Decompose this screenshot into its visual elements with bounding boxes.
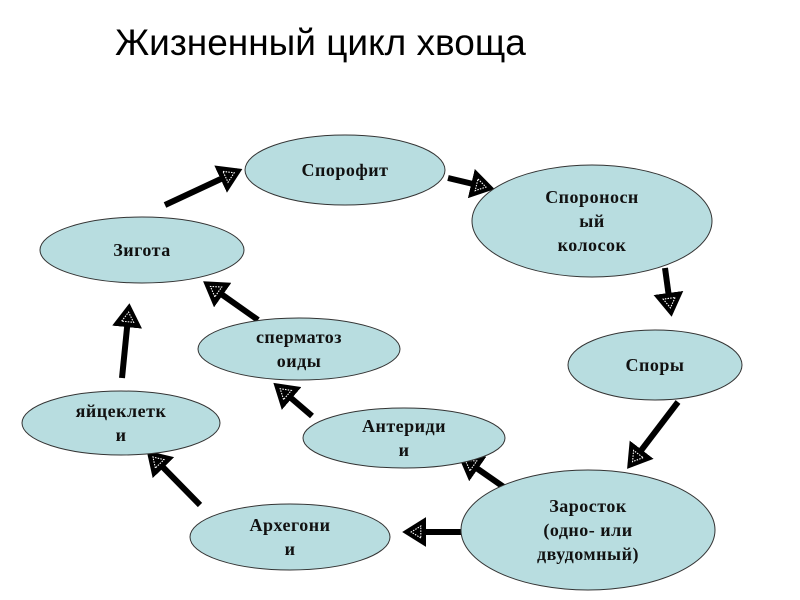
node-ellipse: [471, 164, 713, 278]
node-spermatozoids: сперматоз оиды: [197, 317, 401, 381]
arrow-line: [203, 281, 260, 323]
node-label-line: и: [116, 425, 127, 445]
arrow-antheridia-to-spermatozoids: [273, 382, 314, 419]
node-gametophyte: Заросток (одно- или двудомный): [460, 469, 716, 591]
arrow-spermatozoids-to-zygote: [203, 281, 260, 323]
arrow-egg-cell-to-zygote: [112, 303, 143, 379]
node-ellipse: [302, 407, 506, 469]
arrow-line: [458, 455, 510, 493]
arrow-line: [653, 267, 684, 317]
node-archegonia: Архегони и: [189, 503, 391, 571]
arrow-line: [146, 450, 203, 508]
node-ellipse: [21, 390, 221, 456]
node-label-line: оиды: [277, 351, 322, 371]
node-spore-cone: Спороносн ый колосок: [471, 164, 713, 278]
node-label-line: Антериди: [362, 416, 446, 436]
node-label-line: колосок: [558, 235, 627, 255]
arrow-line: [627, 400, 681, 469]
node-label-line: (одно- или: [543, 520, 632, 541]
node-ellipse: [567, 329, 743, 401]
node-zygote: Зигота: [39, 216, 245, 284]
arrow-archegonia-to-egg-cell: [146, 450, 203, 508]
node-ellipse: [460, 469, 716, 591]
node-ellipse: [189, 503, 391, 571]
node-ellipse: [39, 216, 245, 284]
arrow-line: [273, 382, 314, 419]
node-label-line: Архегони: [249, 515, 330, 535]
node-ellipse: [244, 134, 446, 206]
node-antheridia: Антериди и: [302, 407, 506, 469]
arrow-spores-to-gametophyte: [627, 400, 681, 469]
node-label-line: двудомный): [537, 544, 639, 565]
node-sporophyte: Спорофит: [244, 134, 446, 206]
diagram-title: Жизненный цикл хвоща: [115, 22, 526, 63]
arrow-line: [163, 165, 243, 208]
arrow-zygote-to-sporophyte: [163, 165, 243, 208]
node-label-line: Споры: [626, 355, 685, 375]
arrow-gametophyte-to-antheridia: [458, 455, 510, 493]
node-label-line: Спороносн: [545, 187, 639, 207]
arrow-spore-cone-to-spores: [653, 267, 684, 317]
node-spores: Споры: [567, 329, 743, 401]
node-label-line: Зигота: [113, 240, 170, 260]
node-label-line: яйцеклетк: [76, 401, 167, 421]
arrow-line: [447, 168, 495, 199]
node-ellipse: [197, 317, 401, 381]
arrow-line: [112, 303, 143, 379]
node-egg-cell: яйцеклетк и: [21, 390, 221, 456]
node-label-line: сперматоз: [256, 327, 342, 347]
node-label-line: Заросток: [549, 496, 627, 516]
arrow-sporophyte-to-spore-cone: [447, 168, 495, 199]
node-label-line: и: [399, 440, 410, 460]
node-label-line: ый: [579, 211, 604, 231]
node-label-line: Спорофит: [301, 160, 388, 180]
node-label-line: и: [285, 539, 296, 559]
